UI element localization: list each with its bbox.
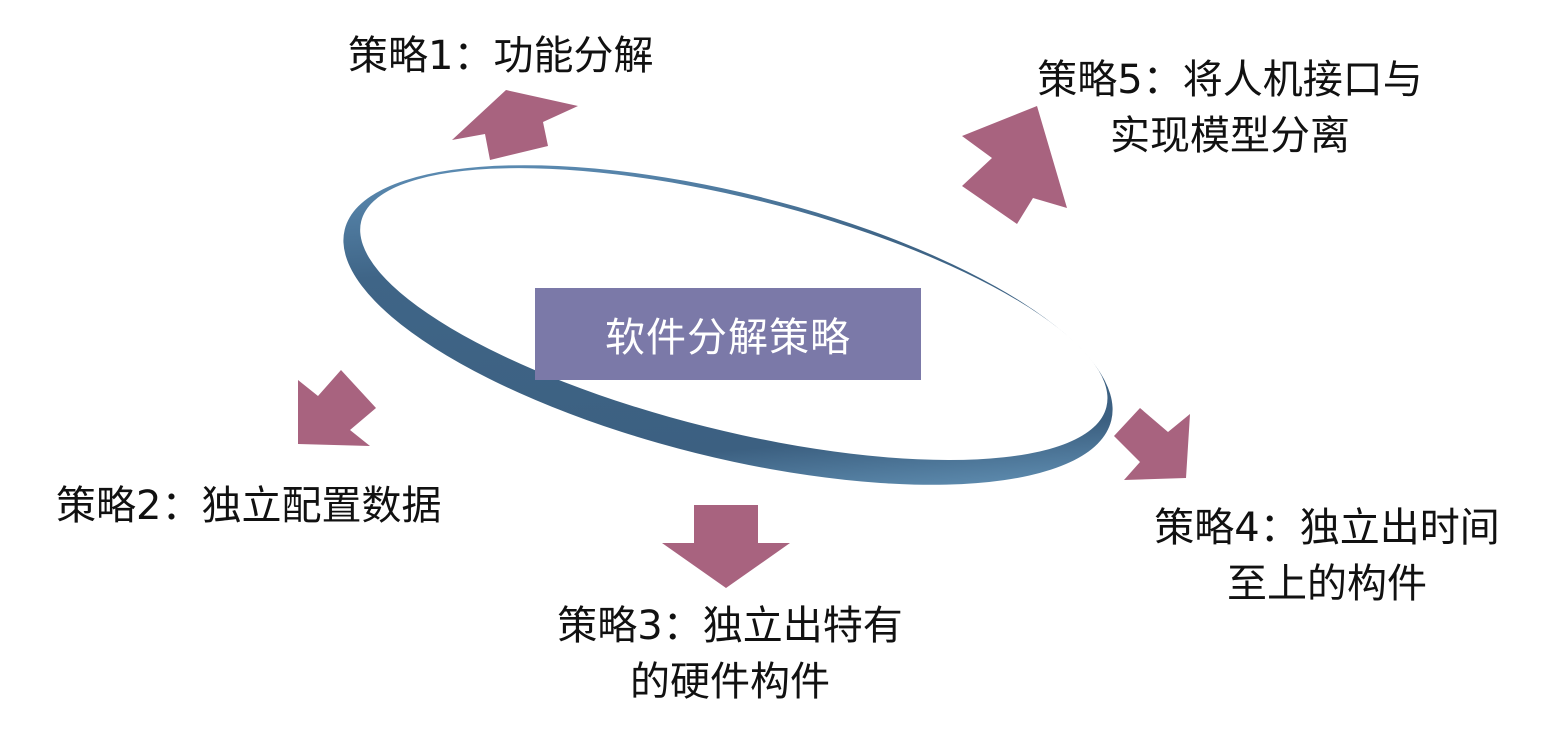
center-title: 软件分解策略 (605, 315, 851, 361)
strategy-2-label: 策略2：独立配置数据 (56, 478, 441, 534)
strategy-3-line-2: 的硬件构件 (630, 659, 830, 705)
strategy-1-label: 策略1：功能分解 (348, 28, 653, 84)
strategy-3-label: 策略3：独立出特有 的硬件构件 (530, 598, 930, 710)
strategy-3-line-1: 策略3：独立出特有 (557, 603, 903, 649)
strategy-2-line-1: 策略2：独立配置数据 (56, 483, 442, 529)
strategy-4-line-1: 策略4：独立出时间 (1154, 505, 1500, 551)
center-title-box: 软件分解策略 (535, 288, 921, 380)
strategy-5-line-2: 实现模型分离 (1110, 113, 1350, 159)
strategy-4-line-2: 至上的构件 (1227, 561, 1427, 607)
strategy-4-label: 策略4：独立出时间 至上的构件 (1132, 500, 1522, 612)
strategy-5-line-1: 策略5：将人机接口与 (1037, 57, 1423, 103)
strategy-1-line-1: 策略1：功能分解 (348, 33, 654, 79)
strategy-5-label: 策略5：将人机接口与 实现模型分离 (1010, 52, 1450, 164)
